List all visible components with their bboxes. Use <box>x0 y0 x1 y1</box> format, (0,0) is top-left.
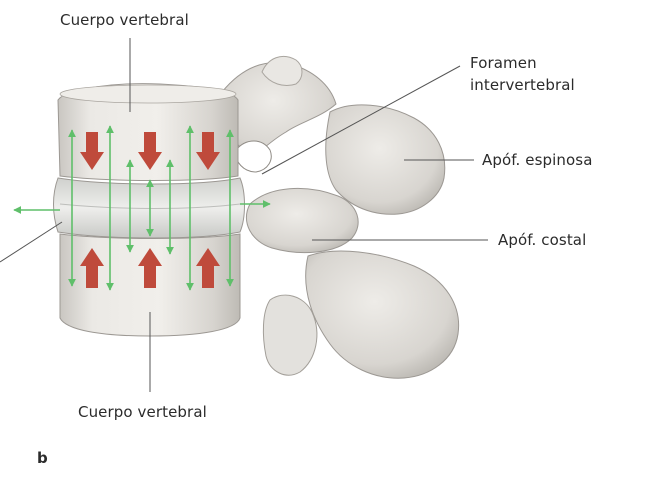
leader-disc-left <box>0 222 62 262</box>
intervertebral-disc <box>54 178 245 238</box>
label-foramen-intervertebral: Foramen intervertebral <box>470 52 575 96</box>
label-cuerpo-vertebral-bottom: Cuerpo vertebral <box>78 402 207 422</box>
posterior-elements <box>222 56 459 378</box>
label-cuerpo-vertebral-top: Cuerpo vertebral <box>60 10 189 30</box>
label-apof-costal: Apóf. costal <box>498 230 586 250</box>
label-apof-espinosa: Apóf. espinosa <box>482 150 593 170</box>
panel-letter: b <box>37 449 48 467</box>
